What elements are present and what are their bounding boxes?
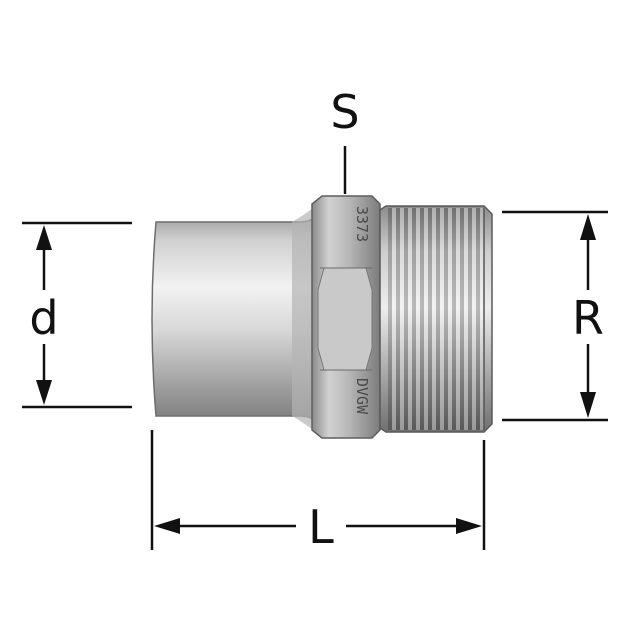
hex-stamp-bottom: DVGW xyxy=(353,378,371,415)
dimension-d: d xyxy=(22,221,132,409)
dimension-d-arrow-top xyxy=(36,225,52,250)
fitting-body: 3373 DVGW xyxy=(151,195,493,439)
dimension-d-label-bg xyxy=(24,290,64,344)
dimension-l: L xyxy=(150,430,486,554)
dimension-l-label: L xyxy=(308,500,334,554)
dimension-s: S xyxy=(330,85,360,194)
dimension-s-label: S xyxy=(330,85,359,139)
hex-stamp-top: 3373 xyxy=(353,206,371,242)
dimension-r-label: R xyxy=(572,291,604,345)
dimension-l-arrow-right xyxy=(456,518,482,534)
dimension-r: R xyxy=(502,210,612,422)
dimension-d-arrow-bottom xyxy=(36,380,52,405)
dimension-r-arrow-bottom xyxy=(580,392,596,418)
hex-face-centre xyxy=(317,267,373,371)
thread-ridges xyxy=(388,208,484,430)
dimension-d-label: d xyxy=(29,291,58,345)
dimension-l-arrow-left xyxy=(154,518,180,534)
dimension-r-arrow-top xyxy=(580,214,596,240)
dimension-r-label-bg xyxy=(564,290,612,344)
